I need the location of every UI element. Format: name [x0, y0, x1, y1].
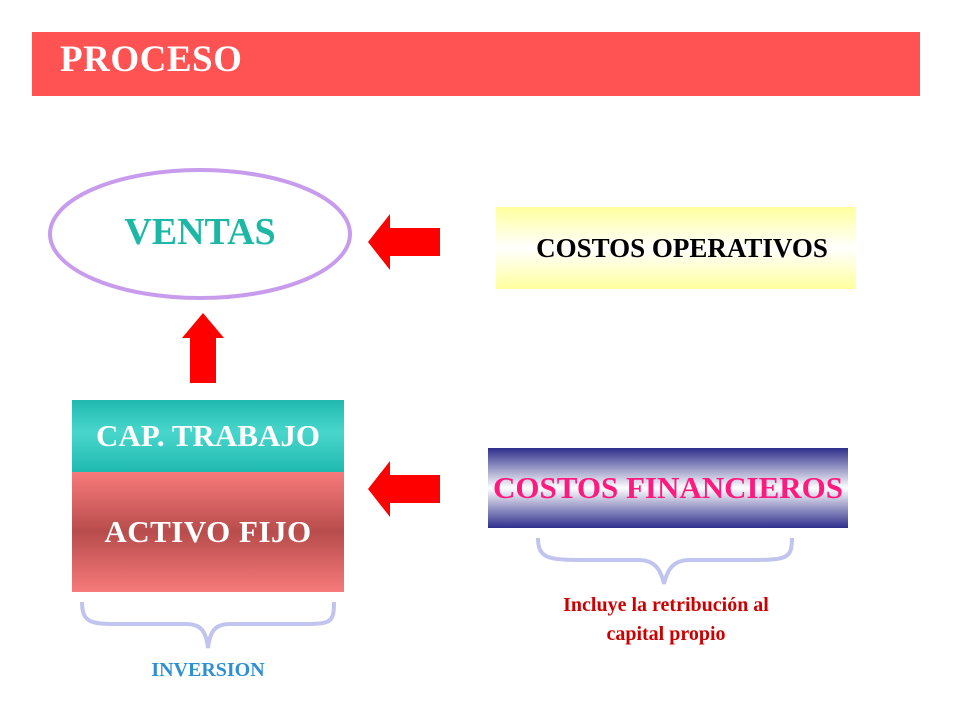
incluye-note: Incluye la retribución al capital propio: [563, 594, 769, 645]
costos-financieros-brace: [536, 537, 794, 585]
inversion-label: INVERSION: [151, 659, 265, 681]
activo-fijo-box: ACTIVO FIJO: [72, 472, 344, 592]
inversion-brace: [80, 601, 336, 649]
costos-operativos-label: COSTOS OPERATIVOS: [536, 232, 828, 263]
costos-operativos-box: COSTOS OPERATIVOS: [496, 207, 856, 289]
cap-trabajo-label: CAP. TRABAJO: [96, 418, 320, 453]
arrow-up: [182, 313, 224, 383]
costos-financieros-box: COSTOS FINANCIEROS: [488, 448, 848, 528]
cap-trabajo-box: CAP. TRABAJO: [72, 400, 344, 472]
arrow-left-bottom: [368, 461, 440, 517]
page-title: PROCESO: [60, 39, 243, 80]
arrow-left-top: [368, 214, 440, 270]
costos-financieros-label: COSTOS FINANCIEROS: [493, 470, 843, 505]
activo-fijo-label: ACTIVO FIJO: [104, 514, 312, 549]
ventas-label: VENTAS: [124, 211, 276, 253]
ventas-ellipse: [48, 168, 352, 300]
title-bar: [32, 32, 920, 96]
